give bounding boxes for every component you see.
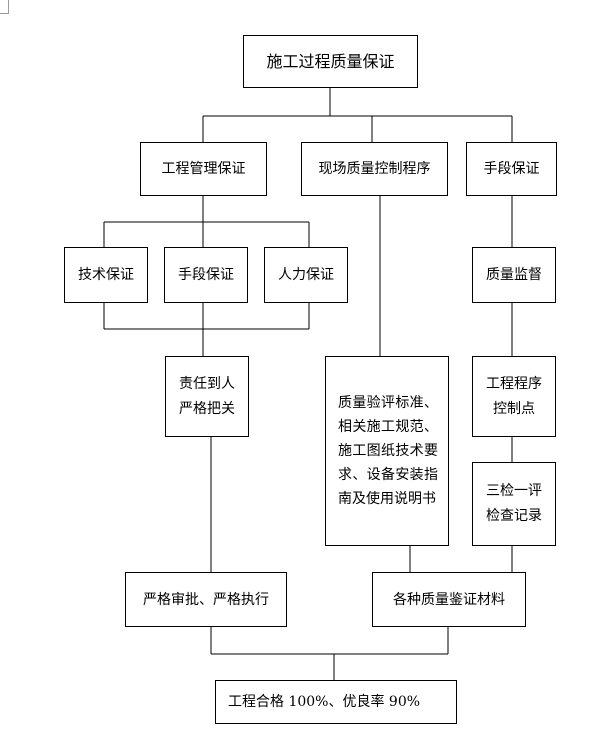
- node-means-label: 手段保证: [483, 161, 540, 177]
- node-means: 手段保证: [466, 142, 557, 196]
- node-tech: 技术保证: [64, 247, 148, 303]
- node-inspect-label: 三检一评 检查记录: [486, 483, 542, 524]
- node-human: 人力保证: [264, 247, 348, 303]
- node-resp: 责任到人 严格把关: [165, 356, 249, 437]
- node-tech-label: 技术保证: [78, 267, 134, 283]
- node-checkpoint-label: 工程程序 控制点: [486, 375, 542, 417]
- node-inspect: 三检一评 检查记录: [472, 462, 556, 546]
- node-standards-label: 质量验评标准、相关施工规范、施工图纸技术要求、设备安装指南及使用说明书: [338, 395, 438, 507]
- node-supervise: 质量监督: [472, 247, 556, 303]
- node-checkpoint: 工程程序 控制点: [472, 356, 556, 437]
- node-approve-label: 严格审批、严格执行: [143, 591, 269, 608]
- node-standards: 质量验评标准、相关施工规范、施工图纸技术要求、设备安装指南及使用说明书: [325, 356, 449, 546]
- node-cert: 各种质量鉴证材料: [372, 572, 526, 627]
- node-mgmt: 工程管理保证: [140, 142, 267, 196]
- page-corner-mark: [0, 0, 10, 14]
- node-mgmt-label: 工程管理保证: [161, 161, 246, 177]
- node-cert-label: 各种质量鉴证材料: [393, 591, 505, 608]
- node-site-label: 现场质量控制程序: [318, 161, 431, 177]
- node-root: 施工过程质量保证: [243, 35, 418, 88]
- node-human-label: 人力保证: [278, 267, 334, 283]
- node-approve: 严格审批、严格执行: [125, 572, 287, 627]
- node-site: 现场质量控制程序: [301, 142, 448, 196]
- node-means2-label: 手段保证: [178, 267, 234, 283]
- node-result-label: 工程合格 100%、优良率 90%: [228, 694, 421, 710]
- node-means2: 手段保证: [164, 247, 248, 303]
- node-root-label: 施工过程质量保证: [266, 51, 395, 71]
- node-resp-label: 责任到人 严格把关: [179, 375, 235, 417]
- node-supervise-label: 质量监督: [486, 267, 542, 283]
- node-result: 工程合格 100%、优良率 90%: [215, 680, 457, 724]
